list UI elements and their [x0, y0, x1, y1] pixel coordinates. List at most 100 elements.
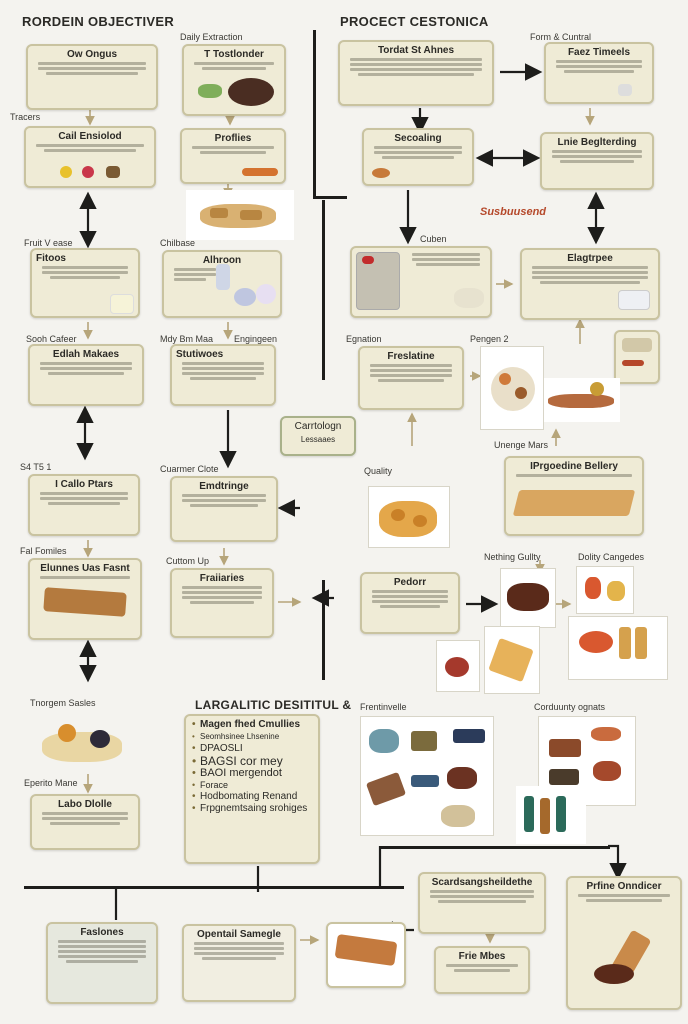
label-cuttom-up: Cuttom Up [166, 556, 210, 566]
photo-fruit-plate [38, 710, 128, 770]
label-cuben: Cuben [420, 234, 447, 244]
label-unenge-mars: Unenge Mars [494, 440, 549, 450]
box-title: Prfine Onndicer [586, 881, 662, 892]
label-frentinvelle: Frentinvelle [360, 702, 407, 712]
box-title: Stutiwoes [176, 349, 224, 360]
vertical-divider-mid [322, 200, 325, 380]
box-cail-ensiolod[interactable]: Cail Ensiolod [24, 126, 156, 188]
list-item: Hodbomating Renand [190, 791, 314, 803]
box-title: Faez Timeels [567, 47, 631, 58]
label-st-tp: S4 T5 1 [20, 462, 52, 472]
box-frie-mbes[interactable]: Frie Mbes [434, 946, 530, 994]
box-faez-timeels[interactable]: Faez Timeels [544, 42, 654, 104]
box-title: Elagtrpee [567, 253, 613, 264]
list-item: Seomhsinee Lhsenine [190, 731, 314, 743]
list-item: BAGSI cor mey [190, 755, 314, 767]
label-pengen: Pengen 2 [470, 334, 509, 344]
photo-cupcake-plate [480, 346, 544, 430]
photo-dried-fruit [544, 378, 620, 422]
box-title: Tordat St Ahnes [377, 45, 455, 56]
right-logo: Susbuusend [480, 206, 547, 218]
list-item: Frpgnemtsaing srohiges [190, 803, 314, 815]
list-item: Magen fhed Cmullies [190, 719, 314, 731]
box-title: Lnie Beglterding [557, 137, 637, 148]
vertical-divider-top [313, 30, 316, 198]
photo-chocolate [500, 568, 556, 628]
box-title: IPrgoedine Bellery [530, 461, 618, 472]
right-header: PROCECT CESTONICA [340, 14, 489, 29]
label-form-control: Form & Cuntral [530, 32, 592, 42]
box-cartologn[interactable]: Carrtologn Lessaaes [280, 416, 356, 456]
label-fel-fornilies: Fal Fomiles [20, 546, 67, 556]
label-tnorgem-sasles: Tnorgem Sasles [30, 698, 96, 708]
box-ipogedine-beltery[interactable]: IPrgoedine Bellery [504, 456, 644, 536]
box-photo-collage[interactable] [350, 246, 492, 318]
box-tcallo-ptars[interactable]: I Callo Ptars [28, 474, 140, 536]
box-edalm-wabes[interactable]: Edlah Makaes [28, 344, 144, 406]
box-profiles[interactable]: Proflies [180, 128, 286, 184]
horizontal-right-line [380, 846, 610, 849]
box-title: Cail Ensiolod [58, 131, 122, 142]
box-title: Scardsangsheildethe [431, 877, 533, 888]
list-item: Forace [190, 779, 314, 791]
photo-berries [436, 640, 480, 692]
box-title: Elunnes Uas Fasnt [40, 563, 130, 574]
box-title: Alhroon [202, 255, 242, 266]
label-engingreen: Engingeen [234, 334, 278, 344]
box-bar-photo[interactable] [326, 922, 406, 988]
horizontal-dash-line [24, 886, 404, 889]
box-fitoos[interactable]: Fitoos [30, 248, 140, 318]
box-prfine-onndicer[interactable]: Prfine Onndicer [566, 876, 682, 1010]
list-item: BAOI mergendot [190, 767, 314, 779]
vertical-divider-dash [322, 580, 325, 680]
box-tordat-ahnes[interactable]: Tordat St Ahnes [338, 40, 494, 106]
label-mdy-bm-maa: Mdy Bm Maa [160, 334, 214, 344]
box-alhroon[interactable]: Alhroon [162, 250, 282, 318]
box-labo-dloile[interactable]: Labo Dlolle [30, 794, 140, 850]
box-secoalling[interactable]: Secoaling [362, 128, 474, 186]
box-scardsang[interactable]: Scardsangsheildethe [418, 872, 546, 934]
photo-toffee [484, 626, 540, 694]
box-mid-list[interactable]: Magen fhed Cmullies Seomhsinee Lhsenine … [184, 714, 320, 864]
label-cuarmer-clote: Cuarmer Clote [160, 464, 219, 474]
photo-pastries [186, 190, 294, 240]
box-title: Emdtringe [199, 481, 249, 492]
label-childbase: Chilbase [160, 238, 196, 248]
box-fraiiaries[interactable]: Fraiiaries [170, 568, 274, 638]
box-elagtrpee[interactable]: Elagtrpee [520, 248, 660, 320]
photo-assorted-plate [568, 616, 668, 680]
box-title: Proflies [214, 133, 252, 144]
box-elunnes-uas-fasnt[interactable]: Elunnes Uas Fasnt [28, 558, 142, 640]
label-eperito-mane: Eperito Mane [24, 778, 78, 788]
box-title: Secoaling [394, 133, 442, 144]
box-emdtringe[interactable]: Emdtringe [170, 476, 278, 542]
box-faslones[interactable]: Faslones [46, 922, 158, 1004]
box-pedorr[interactable]: Pedorr [360, 572, 460, 634]
box-title: Fitoos [36, 253, 66, 264]
box-title: Edlah Makaes [52, 349, 120, 360]
photo-dessert-cups [576, 566, 634, 614]
box-t-tostlonder[interactable]: T Tostlonder [182, 44, 286, 116]
box-opentail-samegle[interactable]: Opentail Samegle [182, 924, 296, 1002]
label-tracers: Tracers [10, 112, 41, 122]
photo-bars [516, 786, 586, 844]
box-stutiwoes[interactable]: Stutiwoes [170, 344, 276, 406]
label-nething-gullty: Nething Gullty [484, 552, 541, 562]
box-title: Opentail Samegle [197, 929, 281, 940]
label-quality: Quality [364, 466, 393, 476]
label-dolity-cangedes: Dolity Cangedes [578, 552, 645, 562]
box-freslatine[interactable]: Freslatine [358, 346, 464, 410]
box-title: Freslatine [387, 351, 435, 362]
box-title: Ow Ongus [67, 49, 117, 60]
photo-product-assortment [360, 716, 494, 836]
box-title: Faslones [80, 927, 124, 938]
box-lnie-beglterding[interactable]: Lnie Beglterding [540, 132, 654, 190]
box-title: Pedorr [393, 577, 427, 588]
box-ow-ongus[interactable]: Ow Ongus [26, 44, 158, 110]
label-corduunty-ognats: Corduunty ognats [534, 702, 606, 712]
divider-connector [313, 196, 347, 199]
box-small-product[interactable] [614, 330, 660, 384]
left-header: RORDEIN OBJECTIVER [22, 14, 175, 29]
label-sooh-cafeer: Sooh Cafeer [26, 334, 77, 344]
